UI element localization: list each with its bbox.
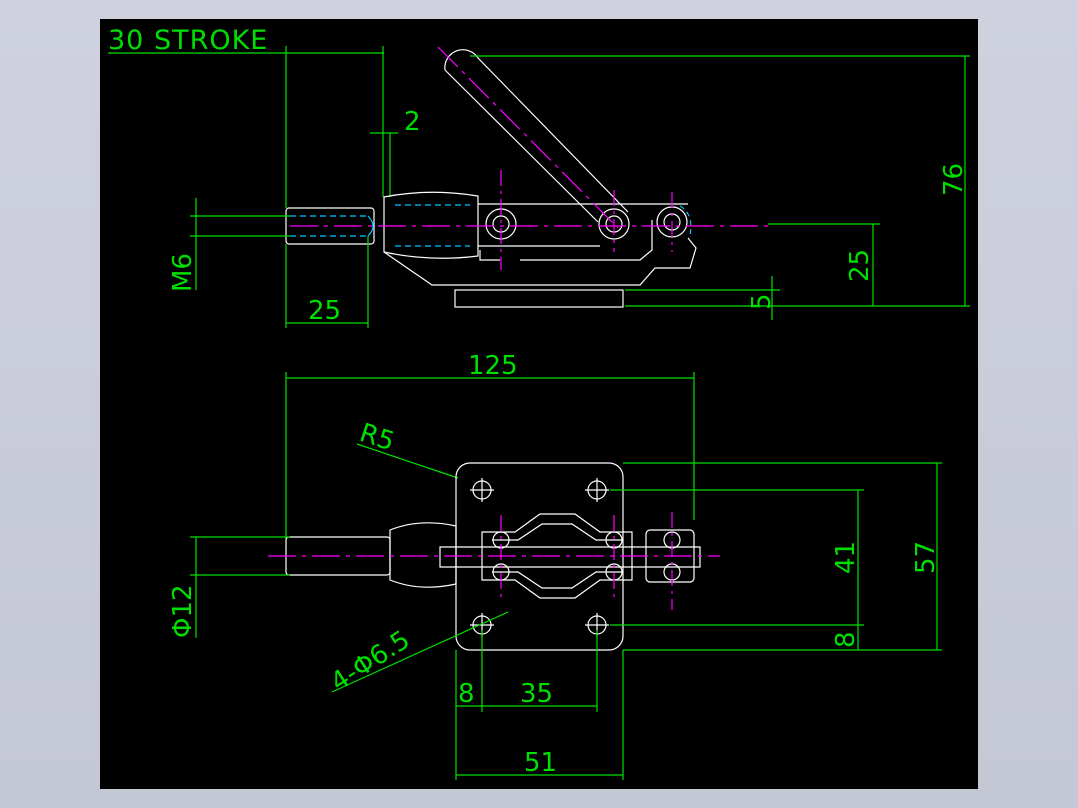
dim-5-label: 5 [747, 293, 777, 310]
handle-edge-right [444, 49, 629, 213]
dim-35-label: 35 [520, 679, 553, 709]
dim-25-length-label: 25 [308, 296, 341, 326]
clamp-body-lower [383, 237, 697, 286]
body-link [520, 220, 653, 261]
linkage-outer [481, 513, 633, 599]
plunger-bar-top [439, 546, 701, 568]
dim-r5-leader [356, 443, 459, 479]
side-view: 30 STROKE 2 [108, 25, 970, 328]
stroke-label: 30 STROKE [108, 25, 268, 56]
mounting-holes [470, 478, 609, 637]
plunger-rod-side [285, 207, 375, 245]
top-view: 125 R5 [168, 351, 942, 780]
thread-end-hidden [367, 215, 374, 237]
dim-41-label: 41 [831, 541, 861, 574]
body-step [479, 250, 500, 261]
dim-2-label: 2 [404, 107, 421, 137]
dim-51-label: 51 [524, 748, 557, 778]
dim-r5-label: R5 [356, 418, 398, 457]
plunger-sleeve [383, 191, 479, 259]
dim-76-label: 76 [939, 163, 969, 196]
dim-8-vertical-label: 8 [831, 631, 861, 648]
dim-57-label: 57 [911, 541, 941, 574]
base-plate-side [454, 289, 624, 308]
handle-edge-left [444, 69, 599, 223]
pivot-outer-2 [598, 208, 630, 240]
dim-125-label: 125 [468, 351, 518, 381]
dim-25-height-label: 25 [845, 249, 875, 282]
pivot-hidden-arc [679, 205, 692, 237]
cad-drawing-canvas[interactable] [100, 19, 978, 789]
dim-phi12-label: Φ12 [168, 584, 198, 638]
dim-m6-label: M6 [168, 253, 198, 292]
linkage-inner-top [492, 523, 622, 541]
handle-centerline [437, 46, 619, 229]
linkage-inner-bottom [492, 571, 622, 589]
plunger-sleeve-top [389, 522, 457, 588]
dim-8-horizontal-label: 8 [458, 679, 475, 709]
dim-holes-leader [331, 611, 509, 693]
dim-holes-label: 4-Φ6.5 [325, 625, 415, 698]
